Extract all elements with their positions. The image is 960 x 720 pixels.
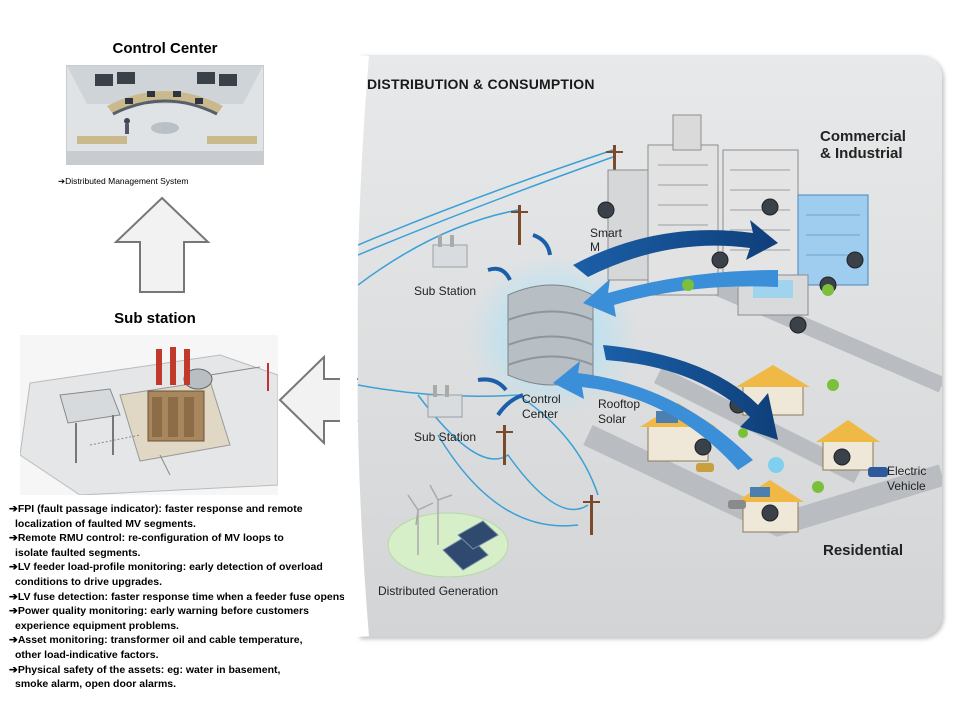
substation-diagram [20,335,278,495]
residential-label: Residential [823,542,904,559]
bullet-item: ➔LV feeder load-profile monitoring: earl… [9,561,323,574]
bullet-item-continuation: conditions to drive upgrades. [15,575,163,588]
bullet-item: ➔Asset monitoring: transformer oil and c… [9,634,303,647]
up-arrow-icon [113,196,211,293]
bullet-item: ➔Power quality monitoring: early warning… [9,605,309,618]
bullet-item-continuation: other load-indicative factors. [15,648,159,661]
arrow-right-icon: ➔ [9,532,18,545]
electric-vehicle-label: Electric Vehicle [887,464,927,493]
rooftop-solar-label: Rooftop Solar [598,397,641,426]
arrow-right-icon: ➔ [9,561,18,574]
bullet-item-continuation: experience equipment problems. [15,619,179,632]
bullet-item-continuation: isolate faulted segments. [15,546,141,559]
bullet-list: ➔FPI (fault passage indicator): faster r… [9,502,348,692]
bullet-item: ➔FPI (fault passage indicator): faster r… [9,503,303,515]
arrow-right-icon: ➔ [9,634,18,647]
smart-meter-label: Smart M [590,226,623,254]
bullet-item-continuation: localization of faulted MV segments. [15,517,196,530]
bullet-item: ➔LV fuse detection: faster response time… [9,590,348,603]
panel-title: DISTRIBUTION & CONSUMPTION [367,76,595,92]
bullet-item: ➔Remote RMU control: re-configuration of… [9,532,284,545]
commercial-industrial-label: Commercial & Industrial [820,128,906,162]
substation-title: Sub station [114,310,196,327]
sub-station-label-2: Sub Station [414,430,477,444]
arrow-right-icon: ➔ [58,176,66,186]
arrow-right-icon: ➔ [9,663,18,676]
bullet-item-continuation: smoke alarm, open door alarms. [15,678,177,691]
arrow-right-icon: ➔ [9,590,18,603]
arrow-right-icon: ➔ [9,605,18,618]
distributed-generation-label: Distributed Generation [378,584,499,598]
control-center-label: Control Center [522,392,561,421]
dms-label: ➔Distributed Management System [58,176,189,186]
scene-illustration [358,114,942,578]
arrow-right-icon: ➔ [9,503,18,515]
sub-station-label-1: Sub Station [414,284,477,298]
control-center-title: Control Center [112,40,218,57]
panel-left-edge [340,55,369,637]
control-room-photo [66,65,264,165]
bullet-item: ➔Physical safety of the assets: eg: wate… [9,663,281,676]
